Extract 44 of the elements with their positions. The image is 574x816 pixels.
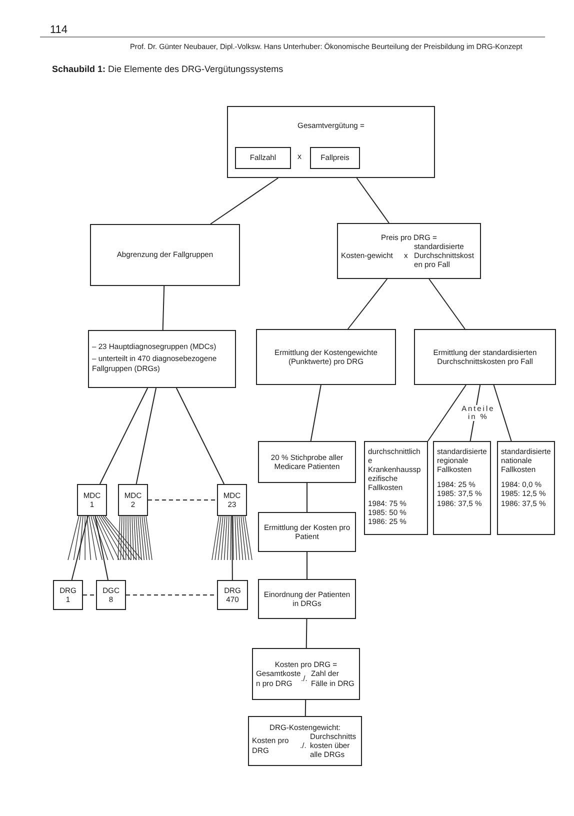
process-box [258, 441, 356, 483]
connector-line [136, 388, 157, 484]
process-box [235, 147, 291, 169]
process-box [414, 329, 556, 385]
process-box [53, 580, 83, 610]
connector-line [427, 384, 466, 442]
connector-line [94, 516, 108, 580]
process-box [77, 484, 107, 516]
page-number: 114 [50, 24, 68, 36]
process-box [217, 580, 248, 610]
connector-line [232, 516, 233, 580]
connector-line [310, 384, 322, 442]
process-box [217, 484, 247, 516]
process-box [252, 648, 360, 700]
connector-line [304, 700, 306, 716]
process-box [248, 716, 362, 766]
connector-line [210, 178, 279, 224]
process-box [364, 441, 428, 535]
connector-line [306, 552, 308, 580]
connector-line [162, 286, 165, 330]
process-box [497, 441, 555, 535]
connector-line [347, 278, 388, 330]
connector-line [99, 388, 148, 484]
process-box [337, 223, 481, 279]
process-box [310, 147, 360, 169]
process-box [433, 441, 491, 535]
process-box [258, 579, 356, 619]
connector-line [176, 388, 225, 484]
connector-line [71, 516, 88, 580]
process-box [88, 330, 236, 388]
dashed-connector [82, 594, 96, 596]
connector-line [356, 178, 390, 224]
connector-line [306, 482, 308, 512]
operator-label: x [298, 152, 302, 161]
process-box [227, 106, 435, 178]
connector-line [306, 618, 308, 648]
figure-title: Schaubild 1: Die Elemente des DRG-Vergütungssystems [52, 64, 284, 74]
connector-line [428, 278, 466, 330]
process-box [96, 580, 126, 610]
process-box [90, 224, 240, 286]
connector-line [493, 384, 512, 442]
process-box [256, 329, 396, 385]
process-box [118, 484, 148, 516]
process-box [258, 512, 356, 552]
